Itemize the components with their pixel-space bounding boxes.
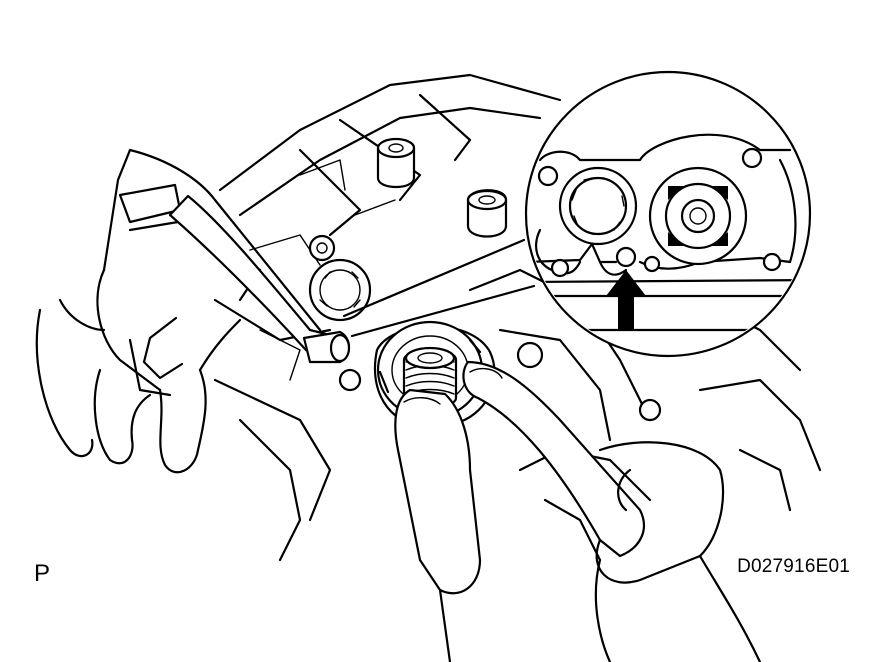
housing-bore [308,258,372,322]
arrow-up-icon [606,270,646,330]
left-hand [35,148,322,474]
air-gun-tool [128,194,351,397]
right-hand [394,360,762,662]
view-letter-label: P [34,560,51,587]
figure-code-label: D027916E01 [737,556,850,577]
housing-bosses [308,137,662,422]
detail-callout-circle [524,70,812,358]
fluid-hole [615,246,637,268]
callout-leader [342,238,536,338]
